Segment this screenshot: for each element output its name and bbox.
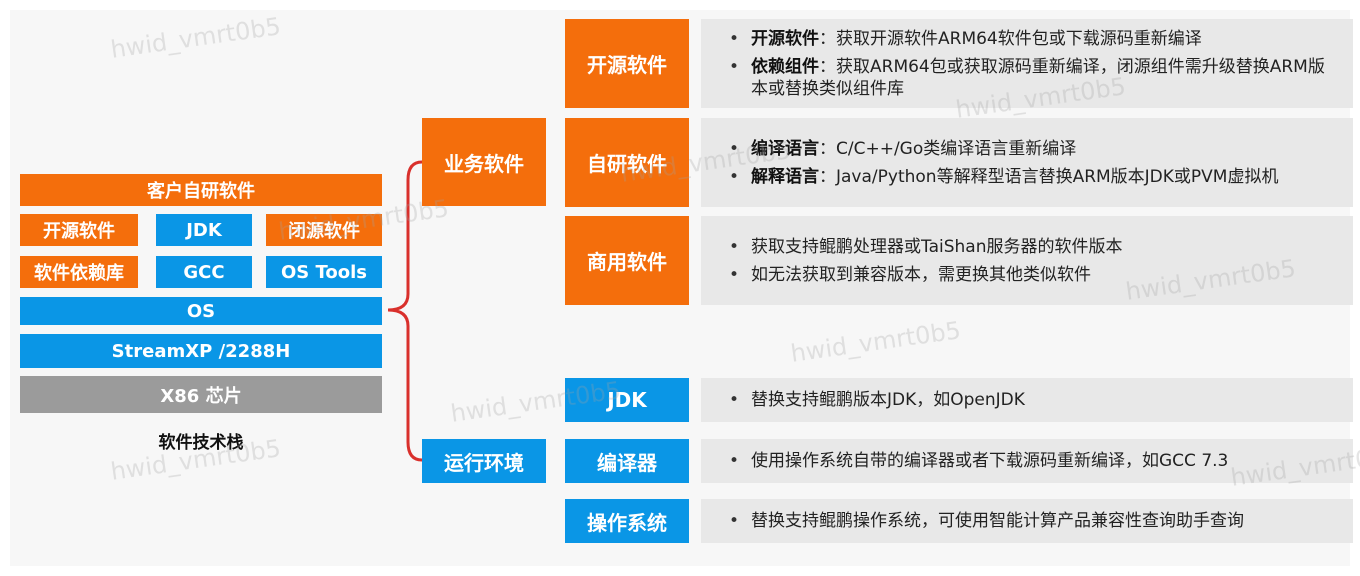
stack-os-tools: OS Tools [266, 256, 382, 288]
bullet-text: 替换支持鲲鹏操作系统，可使用智能计算产品兼容性查询助手查询 [751, 511, 1244, 531]
panel-open-source: 开源软件：获取开源软件ARM64软件包或下载源码重新编译 依赖组件：获取ARM6… [701, 19, 1353, 108]
bullet-item: 编译语言：C/C++/Go类编译语言重新编译 [729, 138, 1333, 160]
bullet-text: 使用操作系统自带的编译器或者下载源码重新编译，如GCC 7.3 [751, 451, 1229, 471]
category-operating-system-label: 操作系统 [587, 510, 667, 535]
panel-compiler: 使用操作系统自带的编译器或者下载源码重新编译，如GCC 7.3 [701, 439, 1353, 483]
category-commercial-label: 商用软件 [587, 250, 667, 274]
category-jdk: JDK [565, 378, 689, 422]
bullet-item: 获取支持鲲鹏处理器或TaiShan服务器的软件版本 [729, 236, 1333, 258]
stack-jdk-label: JDK [186, 219, 222, 241]
category-commercial: 商用软件 [565, 216, 689, 305]
category-self-developed: 自研软件 [565, 118, 689, 207]
category-jdk-label: JDK [607, 388, 647, 412]
stack-gcc: GCC [156, 256, 252, 288]
stack-chip-label: X86 芯片 [160, 385, 242, 407]
panel-jdk: 替换支持鲲鹏版本JDK，如OpenJDK [701, 378, 1353, 422]
stack-chip: X86 芯片 [20, 376, 382, 413]
stack-os-label: OS [186, 300, 216, 322]
stack-jdk: JDK [156, 214, 252, 246]
bullet-text: ：Java/Python等解释型语言替换ARM版本JDK或PVM虚拟机 [819, 166, 1279, 187]
bullet-text: 获取支持鲲鹏处理器或TaiShan服务器的软件版本 [751, 236, 1123, 257]
bullet-item: 解释语言：Java/Python等解释型语言替换ARM版本JDK或PVM虚拟机 [729, 166, 1333, 188]
bullet-bold: 解释语言 [751, 166, 819, 187]
stack-os: OS [20, 297, 382, 325]
group-runtime-environment: 运行环境 [422, 439, 546, 483]
stack-customer-software: 客户自研软件 [20, 174, 382, 206]
stack-os-tools-label: OS Tools [280, 261, 368, 283]
stack-platform: StreamXP /2288H [20, 334, 382, 368]
category-open-source-label: 开源软件 [587, 53, 667, 77]
category-self-developed-label: 自研软件 [587, 152, 667, 176]
stack-dependency-libs: 软件依赖库 [20, 256, 138, 288]
stack-customer-software-label: 客户自研软件 [147, 181, 255, 202]
bullet-item: 替换支持鲲鹏操作系统，可使用智能计算产品兼容性查询助手查询 [729, 510, 1333, 532]
bullet-item: 如无法获取到兼容版本，需更换其他类似软件 [729, 264, 1333, 286]
category-compiler-label: 编译器 [597, 450, 657, 475]
stack-dependency-libs-label: 软件依赖库 [34, 263, 124, 284]
bullet-text: 如无法获取到兼容版本，需更换其他类似软件 [751, 264, 1091, 285]
bullet-item: 依赖组件：获取ARM64包或获取源码重新编译，闭源组件需升级替换ARM版本或替换… [729, 56, 1333, 100]
stack-closed-source-label: 闭源软件 [288, 221, 360, 242]
bullet-bold: 依赖组件 [751, 56, 819, 77]
stack-gcc-label: GCC [183, 261, 225, 283]
stack-closed-source: 闭源软件 [266, 214, 382, 246]
group-business-software-label: 业务软件 [444, 151, 524, 176]
bullet-item: 替换支持鲲鹏版本JDK，如OpenJDK [729, 389, 1333, 411]
panel-self-developed: 编译语言：C/C++/Go类编译语言重新编译 解释语言：Java/Python等… [701, 118, 1353, 207]
panel-commercial: 获取支持鲲鹏处理器或TaiShan服务器的软件版本 如无法获取到兼容版本，需更换… [701, 216, 1353, 305]
category-operating-system: 操作系统 [565, 499, 689, 543]
group-runtime-environment-label: 运行环境 [444, 450, 524, 475]
bullet-text: ：获取开源软件ARM64软件包或下载源码重新编译 [819, 28, 1202, 49]
category-compiler: 编译器 [565, 439, 689, 483]
stack-platform-label: StreamXP /2288H [111, 340, 291, 362]
panel-operating-system: 替换支持鲲鹏操作系统，可使用智能计算产品兼容性查询助手查询 [701, 499, 1353, 543]
stack-open-source-label: 开源软件 [43, 221, 115, 242]
group-business-software: 业务软件 [422, 118, 546, 206]
bullet-item: 开源软件：获取开源软件ARM64软件包或下载源码重新编译 [729, 28, 1333, 50]
category-open-source: 开源软件 [565, 19, 689, 108]
bullet-bold: 开源软件 [751, 28, 819, 49]
stack-open-source: 开源软件 [20, 214, 138, 246]
bullet-bold: 编译语言 [751, 138, 819, 159]
bullet-text: 替换支持鲲鹏版本JDK，如OpenJDK [751, 390, 1025, 410]
stack-caption: 软件技术栈 [158, 433, 244, 453]
bullet-item: 使用操作系统自带的编译器或者下载源码重新编译，如GCC 7.3 [729, 450, 1333, 472]
bullet-text: ：C/C++/Go类编译语言重新编译 [819, 138, 1077, 159]
bullet-text: ：获取ARM64包或获取源码重新编译，闭源组件需升级替换ARM版本或替换类似组件… [751, 56, 1325, 99]
